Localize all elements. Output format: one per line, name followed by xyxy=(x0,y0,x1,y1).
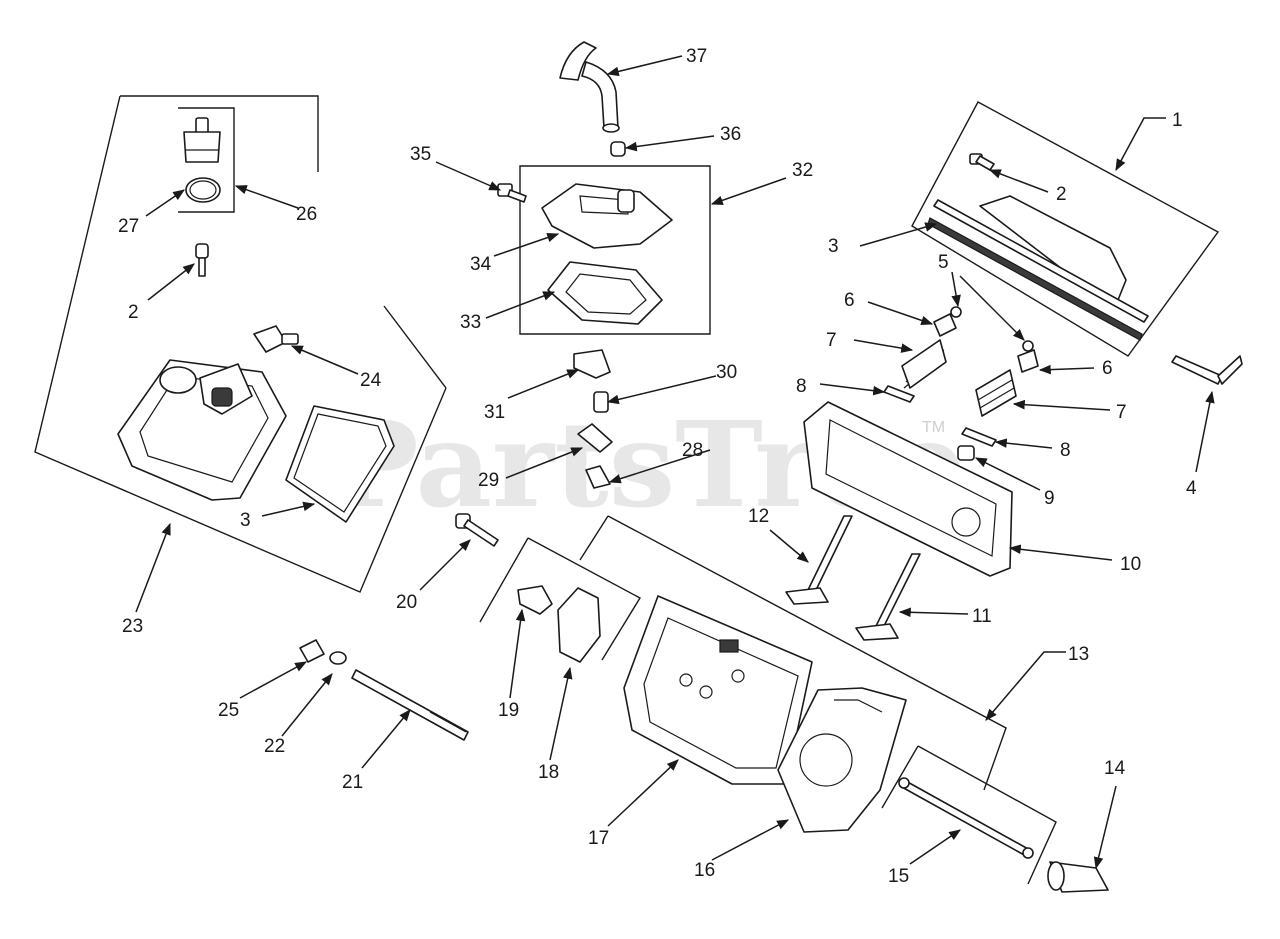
callout-31: 31 xyxy=(484,402,505,423)
part-gasket-plate xyxy=(557,587,601,663)
callout-34: 34 xyxy=(470,254,492,275)
watermark-trademark: TM xyxy=(922,419,945,436)
callout-26: 26 xyxy=(296,204,317,225)
callout-10: 10 xyxy=(1120,554,1141,575)
part-breather-gasket xyxy=(547,261,663,325)
callout-7: 7 xyxy=(826,330,837,351)
callout-11: 11 xyxy=(972,606,992,627)
callout-9: 9 xyxy=(1044,488,1055,509)
callout-13: 13 xyxy=(1068,644,1089,665)
part-breather-tube xyxy=(559,41,620,133)
part-o-ring xyxy=(185,177,221,203)
part-keeper-right xyxy=(961,427,997,447)
callout-3: 3 xyxy=(828,236,839,257)
part-head-gasket xyxy=(777,687,907,833)
callout-7: 7 xyxy=(1116,402,1127,423)
callout-16: 16 xyxy=(694,860,715,881)
callout-3: 3 xyxy=(240,510,251,531)
part-spring-right xyxy=(975,369,1017,417)
callout-2: 2 xyxy=(128,302,139,323)
part-valve-keeper xyxy=(950,306,1034,352)
callout-22: 22 xyxy=(264,736,285,757)
callout-35: 35 xyxy=(410,144,431,165)
part-plate xyxy=(585,465,611,489)
part-nut xyxy=(299,639,325,663)
callout-12: 12 xyxy=(748,506,769,527)
callout-20: 20 xyxy=(396,592,417,613)
part-clamp xyxy=(610,141,626,157)
callout-15: 15 xyxy=(888,866,909,887)
part-tappet xyxy=(1047,861,1109,893)
callout-2: 2 xyxy=(1056,184,1067,205)
part-valve-intake xyxy=(785,515,853,605)
part-valve-exhaust xyxy=(855,553,921,641)
leader-lines xyxy=(135,55,1215,870)
part-stud xyxy=(351,669,469,741)
part-elbow-fitting xyxy=(253,325,299,353)
callout-18: 18 xyxy=(538,762,559,783)
callout-8: 8 xyxy=(796,376,807,397)
callout-30: 30 xyxy=(716,362,737,383)
part-pivot xyxy=(593,391,609,413)
part-guide-plate xyxy=(577,423,613,453)
group-outline-23 xyxy=(34,95,447,593)
part-cylinder-head xyxy=(623,595,813,785)
part-rocker-base xyxy=(803,401,1013,577)
part-retainer-right xyxy=(1017,349,1039,373)
callout-32: 32 xyxy=(792,160,813,181)
part-rocker-arm xyxy=(573,349,611,379)
callout-6: 6 xyxy=(1102,358,1113,379)
callout-6: 6 xyxy=(844,290,855,311)
callout-33: 33 xyxy=(460,312,481,333)
callout-17: 17 xyxy=(588,828,609,849)
part-retainer-left xyxy=(933,313,957,337)
callout-19: 19 xyxy=(498,700,519,721)
callout-5: 5 xyxy=(938,252,949,273)
callout-27: 27 xyxy=(118,216,139,237)
callout-23: 23 xyxy=(122,616,143,637)
part-valve-cap xyxy=(957,445,975,461)
group-outline-13 xyxy=(579,515,1007,791)
callout-24: 24 xyxy=(360,370,382,391)
callout-29: 29 xyxy=(478,470,499,491)
group-outline-18-19 xyxy=(479,537,641,661)
callout-labels: 1 2 3 4 5 6 6 7 7 8 8 9 10 11 12 13 14 1… xyxy=(118,46,1197,887)
part-bracket xyxy=(517,585,553,615)
callout-14: 14 xyxy=(1104,758,1126,779)
callout-25: 25 xyxy=(218,700,239,721)
part-gasket-left xyxy=(285,405,395,523)
part-washer xyxy=(329,651,347,665)
part-bracket-right xyxy=(1171,355,1243,385)
callout-1: 1 xyxy=(1172,110,1183,131)
group-outline-15 xyxy=(881,745,1057,885)
part-oil-fill-cap xyxy=(183,117,221,163)
part-keeper-left xyxy=(883,385,915,403)
callout-21: 21 xyxy=(342,772,363,793)
part-push-rod xyxy=(898,777,1034,859)
group-outline-26 xyxy=(178,107,235,213)
callout-37: 37 xyxy=(686,46,707,67)
part-screw-right xyxy=(969,153,995,171)
callout-8: 8 xyxy=(1060,440,1071,461)
part-rocker-cover xyxy=(927,195,1149,341)
part-screw xyxy=(497,183,527,203)
callout-28: 28 xyxy=(682,440,703,461)
callout-36: 36 xyxy=(720,124,741,145)
callout-4: 4 xyxy=(1186,478,1197,499)
part-bolt xyxy=(455,513,499,547)
part-breather-cover xyxy=(541,183,673,249)
group-outline-1 xyxy=(911,101,1220,357)
part-valve-cover xyxy=(117,359,287,501)
group-outline-32 xyxy=(519,165,711,335)
part-spring-left xyxy=(901,339,947,389)
part-screw-left xyxy=(195,243,209,277)
